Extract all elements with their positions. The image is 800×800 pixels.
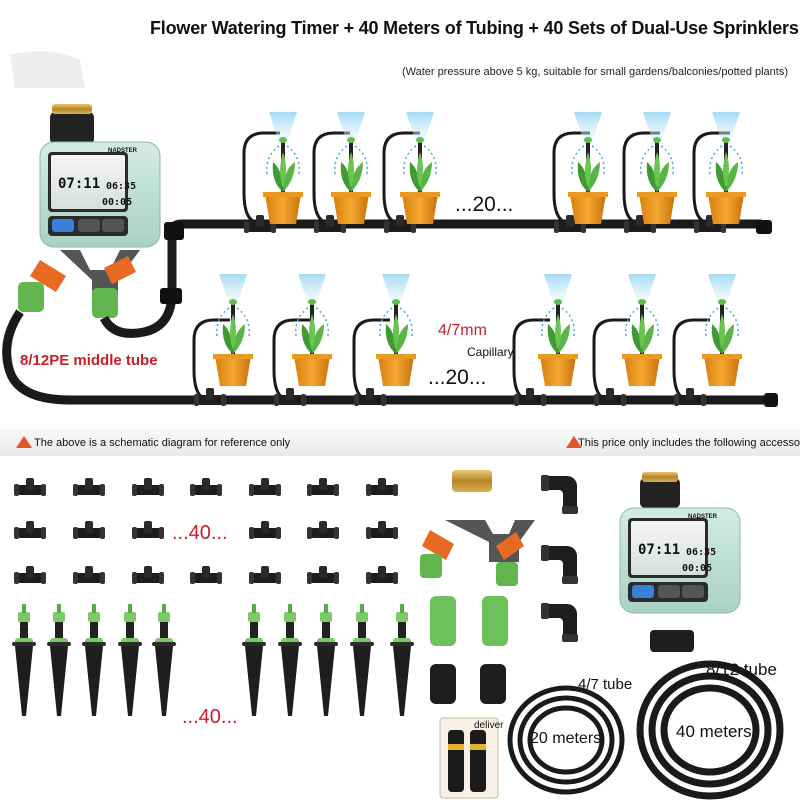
large-tube-length: 40 meters xyxy=(676,722,752,741)
note-right: This price only includes the following a… xyxy=(578,437,800,449)
timer-brand-accessory: NADSTER xyxy=(688,514,718,520)
timer-display-time2: 06:35 xyxy=(106,181,137,192)
capillary-size-label: 4/7mm xyxy=(438,322,487,339)
small-tube-length: 20 meters xyxy=(530,730,602,747)
stake-count-label: ...40... xyxy=(182,706,238,728)
timer-display-time: 07:11 xyxy=(58,176,101,192)
small-tube-label: 4/7 tube xyxy=(578,676,633,693)
notes-banner xyxy=(0,428,800,456)
timer-brand: NADSTER xyxy=(108,148,138,154)
warning-triangle-icon xyxy=(566,436,582,448)
row1-count-label: ...20... xyxy=(455,193,514,216)
large-tube-label: 8/12 tube xyxy=(706,660,777,679)
page-subtitle: (Water pressure above 5 kg, suitable for… xyxy=(402,66,789,78)
battery-label: deliver xyxy=(474,720,504,731)
main-tube-label: 8/12PE middle tube xyxy=(20,352,158,369)
timer-display-small: 00:05 xyxy=(102,197,133,208)
timer-display-small-accessory: 00:05 xyxy=(682,563,713,574)
warning-triangle-icon xyxy=(16,436,32,448)
timer-display-time2-accessory: 06:35 xyxy=(686,547,717,558)
note-left: The above is a schematic diagram for ref… xyxy=(34,437,291,449)
timer-display-time-accessory: 07:11 xyxy=(638,542,681,558)
page-title: Flower Watering Timer + 40 Meters of Tub… xyxy=(150,18,799,38)
capillary-label: Capillary xyxy=(467,345,514,359)
tee-count-label: ...40... xyxy=(172,522,228,544)
row2-count-label: ...20... xyxy=(428,366,487,389)
